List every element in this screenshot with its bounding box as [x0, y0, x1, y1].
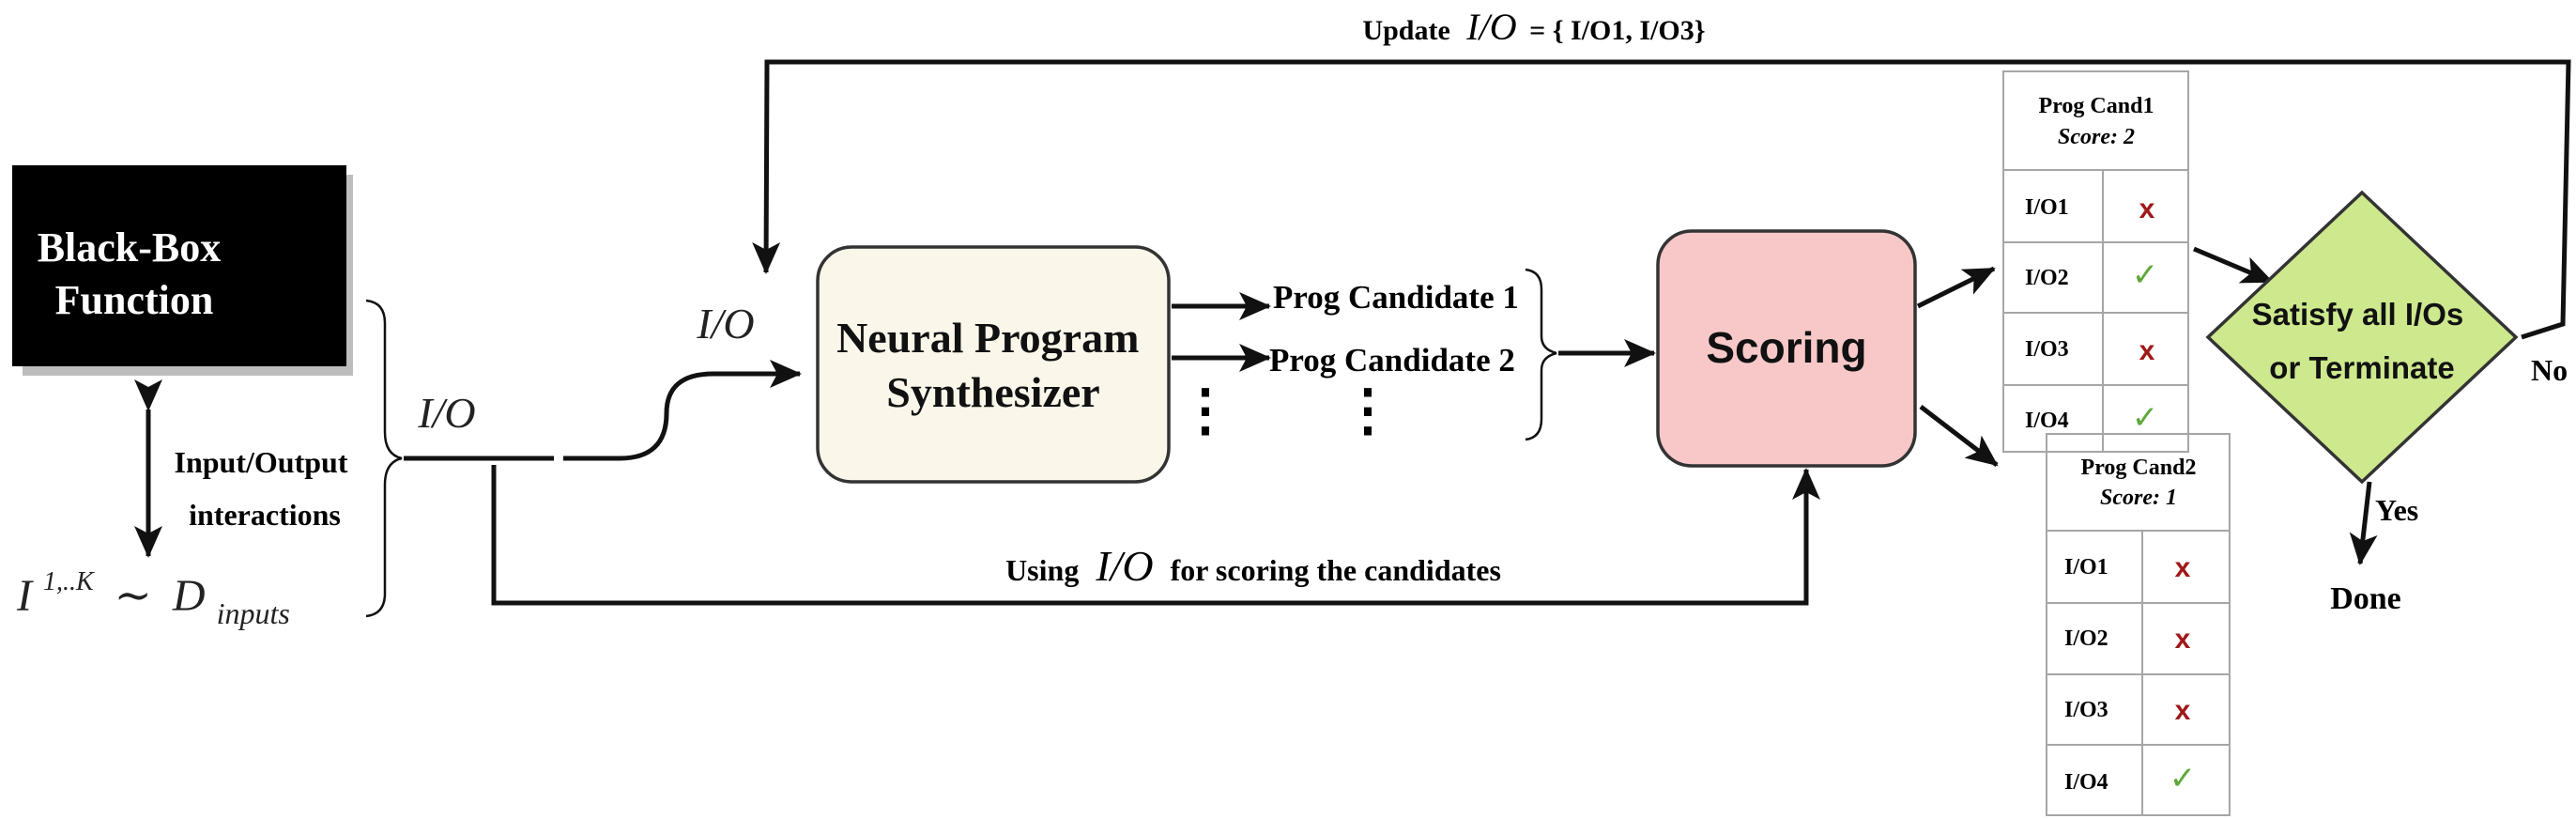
done-label: Done	[2330, 581, 2401, 616]
io-label-left: I/O	[417, 389, 475, 437]
io-brace	[365, 299, 403, 618]
cross-icon: x	[2139, 335, 2155, 366]
scoring-note: Using I/O for scoring the candidates	[1005, 542, 1501, 590]
prog-cand1-table: Prog Cand1 Score: 2 I/O1 x I/O2 ✓ I/O3 x…	[2002, 70, 2189, 453]
cand2-row-3-io: I/O3	[2064, 698, 2108, 722]
io-to-synth-arrow	[563, 360, 802, 461]
cand1-row-2-io: I/O2	[2025, 266, 2069, 290]
cross-icon: x	[2175, 552, 2191, 583]
blackbox-title: Black-Box Function	[38, 224, 232, 323]
blackbox-function-box	[12, 165, 346, 366]
decision-diamond	[2205, 190, 2519, 485]
interactions-label: Input/Output interactions	[175, 445, 356, 532]
synthesizer-box	[816, 245, 1171, 484]
cand2-score: Score: 1	[2100, 486, 2177, 510]
io-label-mid: I/O	[696, 300, 754, 348]
update-label: Update I/O = { I/O1, I/O3}	[1362, 6, 1705, 48]
yes-label: Yes	[2375, 493, 2418, 527]
cross-icon: x	[2175, 624, 2191, 655]
yes-arrow	[2349, 481, 2378, 565]
scoring-to-cand1-arrow	[1916, 266, 1996, 309]
scoring-to-cand2-arrow	[1919, 405, 1999, 467]
cand1-row-4-io: I/O4	[2025, 409, 2069, 433]
scoring-box	[1656, 229, 1917, 468]
candidates-brace	[1525, 268, 1557, 441]
io-to-scoring-arrow	[491, 465, 1820, 606]
cand1-score: Score: 2	[2058, 125, 2135, 149]
decision-text: Satisfy all I/Os or Terminate	[2252, 297, 2473, 385]
synthesizer-title: Neural Program Synthesizer	[836, 314, 1150, 416]
check-icon: ✓	[2170, 761, 2197, 796]
cand2-title: Prog Cand2	[2081, 456, 2197, 480]
cross-icon: x	[2175, 695, 2191, 726]
cand1-row-3-io: I/O3	[2025, 337, 2069, 362]
check-icon: ✓	[2132, 400, 2159, 436]
candidate-1-label: Prog Candidate 1	[1273, 279, 1519, 316]
cand1-to-decision-arrow	[2193, 246, 2274, 285]
cand2-row-2-io: I/O2	[2064, 626, 2108, 651]
cand1-title: Prog Cand1	[2039, 94, 2154, 118]
cross-icon: x	[2139, 193, 2155, 224]
scoring-title: Scoring	[1706, 323, 1866, 372]
inputs-distribution: I 1,..K ∼ D inputs	[16, 550, 290, 630]
candidates-ellipsis-right: ⋮	[1340, 379, 1396, 441]
cand1-row-1-io: I/O1	[2025, 195, 2069, 220]
check-icon: ✓	[2132, 257, 2159, 293]
cand2-row-1-io: I/O1	[2064, 555, 2108, 579]
cand2-row-4-io: I/O4	[2064, 770, 2108, 795]
no-label: No	[2531, 353, 2568, 387]
candidates-ellipsis-left: ⋮	[1177, 379, 1234, 441]
prog-cand2-table: Prog Cand2 Score: 1 I/O1 x I/O2 x I/O3 x…	[2046, 433, 2231, 816]
update-loop-arrow	[752, 59, 2571, 340]
candidate-2-label: Prog Candidate 2	[1269, 342, 1515, 379]
